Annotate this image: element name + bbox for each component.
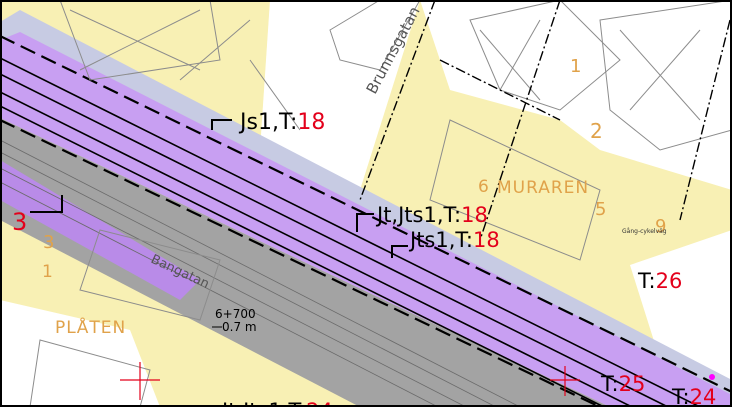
white-block-northeast (420, 0, 732, 190)
small-note-label: Gång-cykelväg (622, 228, 667, 235)
edge-value-label: 3 (12, 208, 27, 236)
plan-label-t26: T:26 (637, 269, 682, 293)
white-block-north (260, 0, 420, 190)
block-number: 5 (595, 199, 606, 220)
block-number: 1 (570, 56, 581, 77)
block-number: 3 (43, 232, 54, 253)
distance-label: 0.7 m (222, 320, 257, 334)
plan-label-t24: T:24 (671, 385, 716, 407)
plan-label-jt-jts1: Jt,Jts1,T:18 (375, 203, 488, 227)
property-boundaries (359, 0, 731, 241)
district-name-muraren: MURAREN (497, 178, 589, 198)
plan-label-t25: T:25 (600, 372, 645, 396)
gray-track-lines (0, 139, 521, 407)
chainage-label: 6+700 (215, 307, 256, 321)
plan-label-bottom-partial: Jt,Jts1,T:24 (220, 399, 333, 407)
plan-label-jts1: Jts1,T:18 (408, 228, 500, 252)
plan-label-js1: Js1,T:18 (238, 110, 325, 135)
block-number: 1 (42, 262, 53, 282)
magenta-survey-point (709, 374, 715, 380)
label-brackets (30, 119, 408, 258)
plus-symbols (120, 362, 580, 400)
rail-zone-purple (0, 32, 732, 407)
district-name-platen: PLÅTEN (55, 316, 126, 338)
block-number: 2 (590, 119, 603, 143)
block-number: 6 (478, 177, 489, 197)
block-number: 9 (655, 216, 666, 237)
track-lines (0, 57, 701, 407)
building-outlines (29, 0, 732, 407)
